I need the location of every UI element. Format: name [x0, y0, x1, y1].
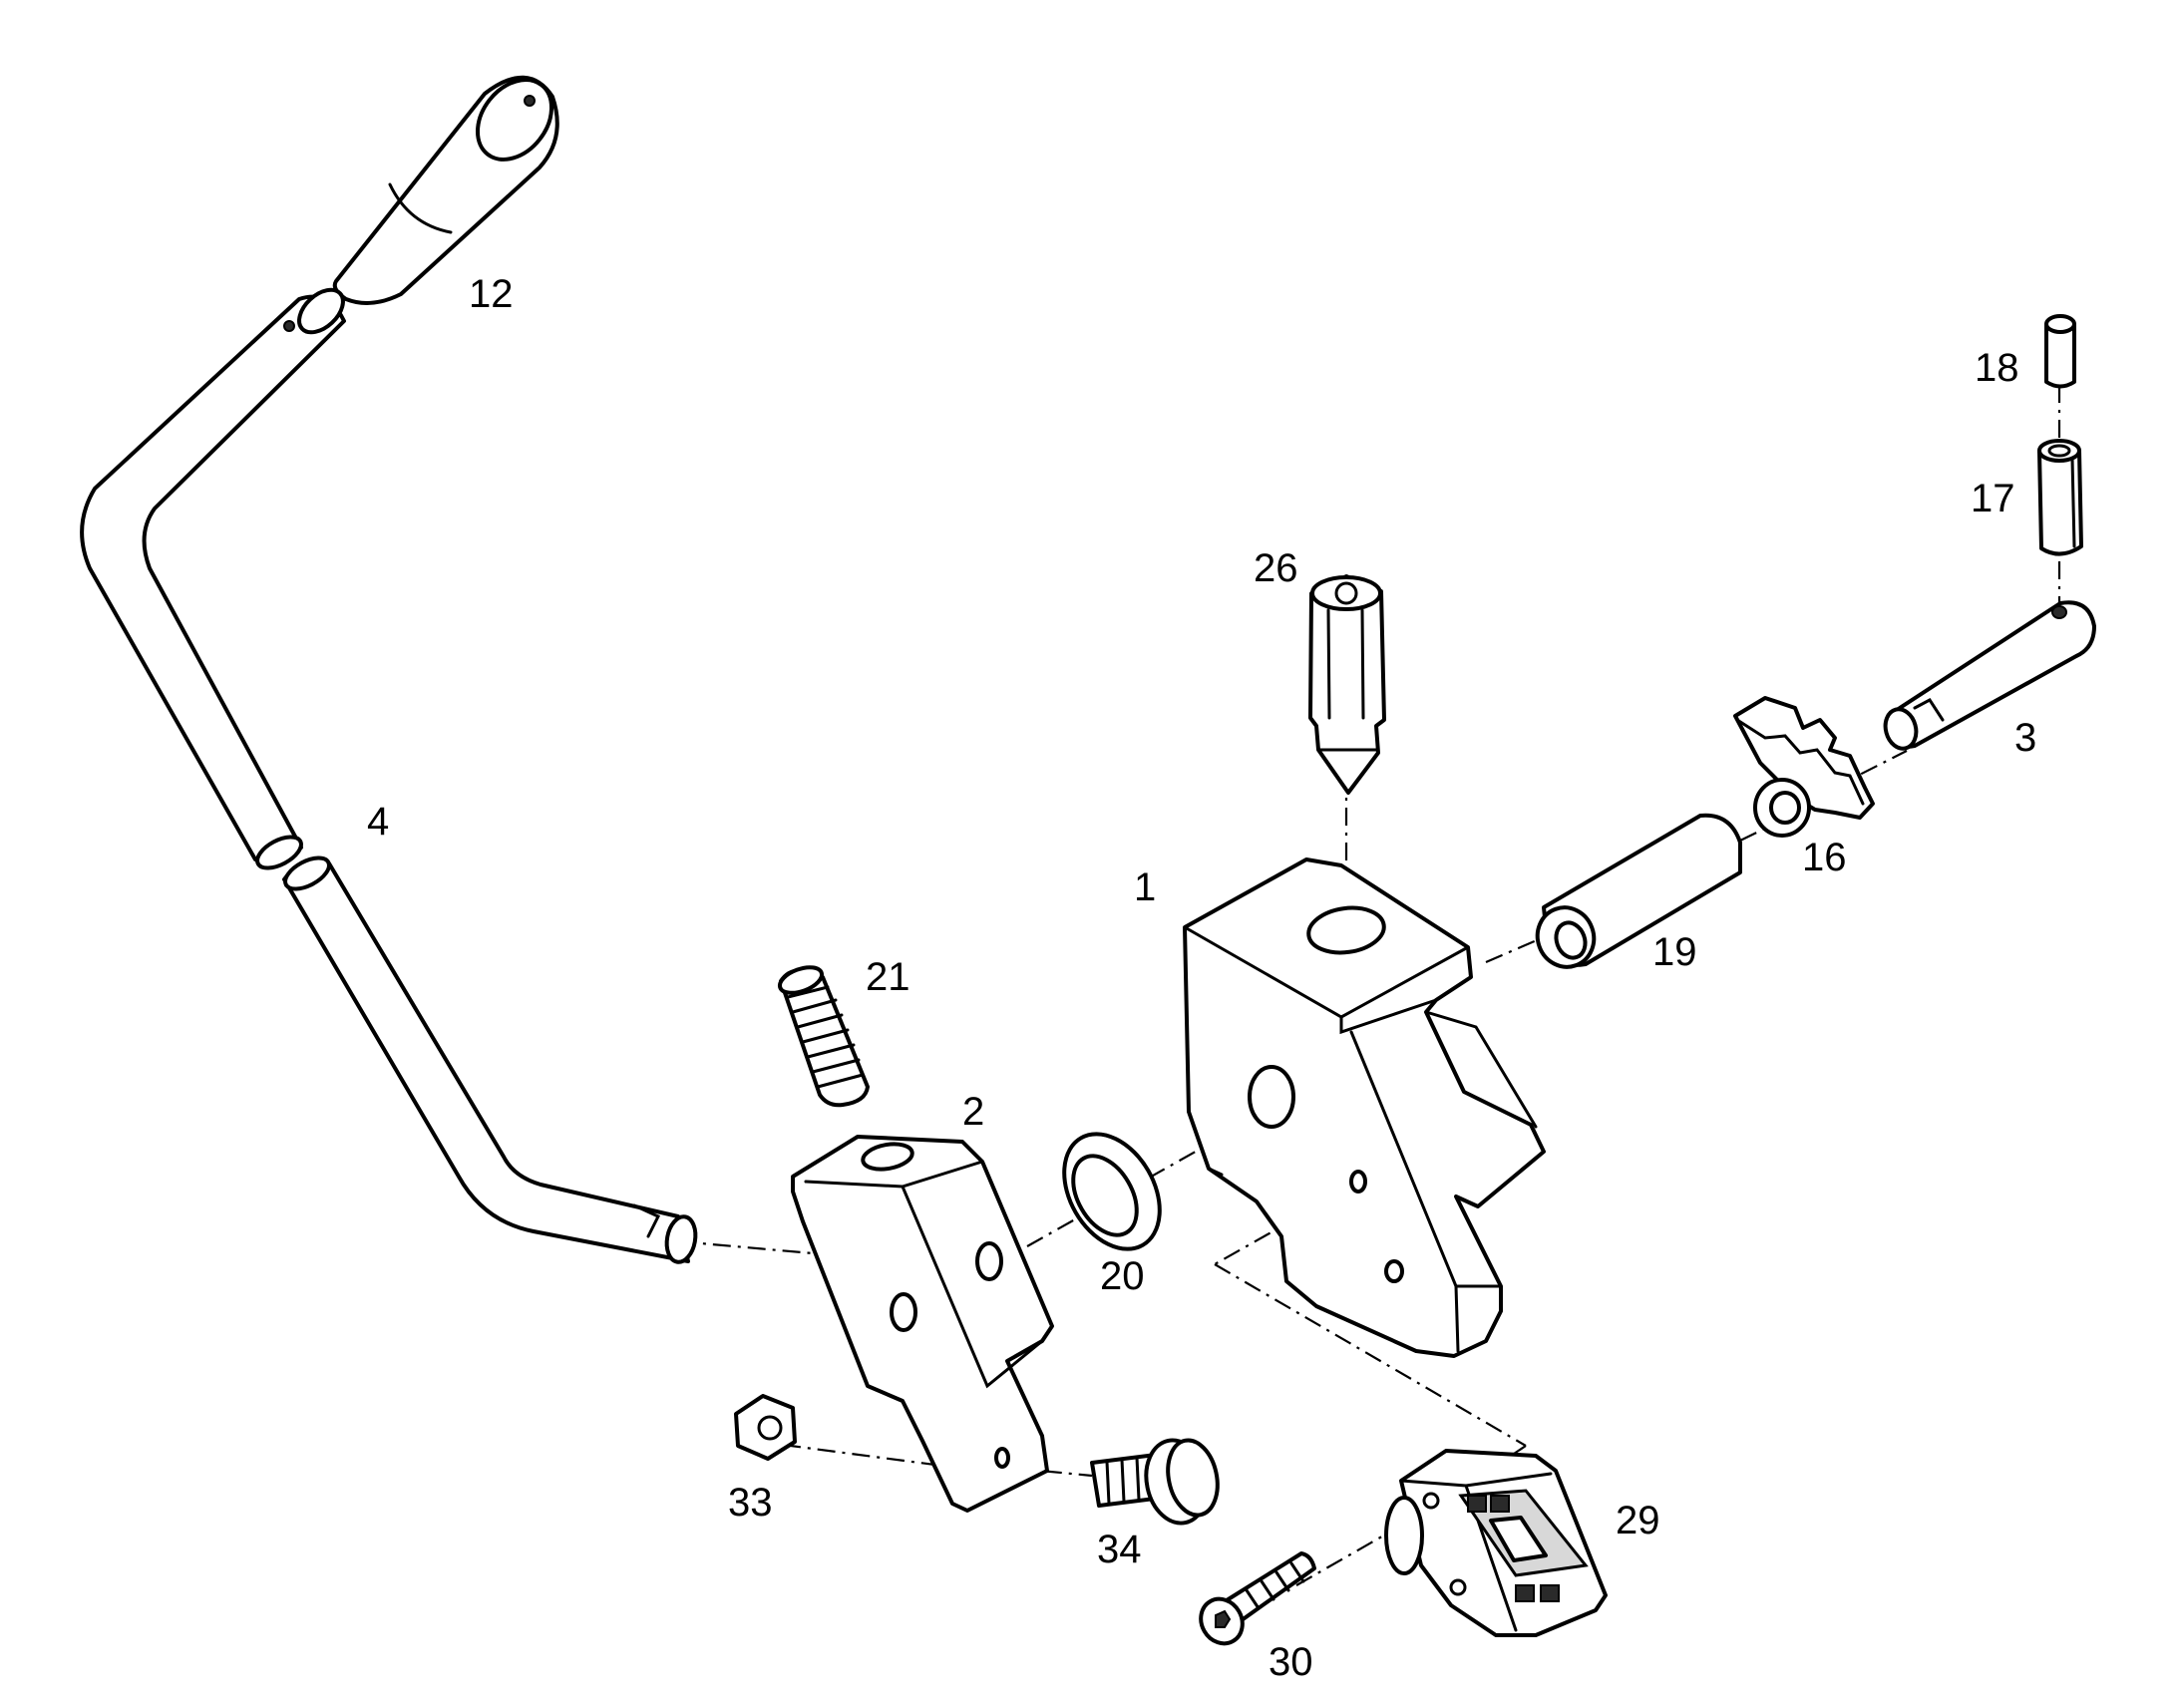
callout-20: 20	[1100, 1254, 1145, 1298]
part-19-sleeve	[1535, 813, 1742, 969]
part-21-set-screw	[777, 965, 870, 1108]
part-12-handle-grip	[332, 75, 559, 305]
callout-12: 12	[469, 272, 514, 316]
part-33-hex-nut	[734, 1394, 797, 1461]
callout-16: 16	[1802, 836, 1847, 879]
callout-1: 1	[1134, 865, 1156, 909]
part-16-toothed-cam	[1733, 696, 1875, 838]
part-20-washer	[1062, 1132, 1162, 1251]
callout-21: 21	[866, 955, 910, 999]
part-26-hex-stud	[1308, 574, 1386, 795]
part-2-lever-bracket	[791, 1135, 1054, 1513]
callout-29: 29	[1616, 1499, 1660, 1542]
callout-34: 34	[1097, 1528, 1142, 1571]
part-18-roll-pin	[2044, 314, 2076, 389]
callout-33: 33	[728, 1481, 773, 1525]
part-29-sensor-block	[1384, 1449, 1608, 1637]
part-30-cap-screw	[1199, 1551, 1316, 1646]
callout-18: 18	[1975, 346, 2019, 390]
callout-labels: 12 4 21 2 20 33 34 1 26 19 16 3 17 18 29…	[367, 272, 2036, 1684]
part-1-main-block	[1183, 857, 1546, 1358]
callout-3: 3	[2014, 716, 2036, 760]
callout-4: 4	[367, 800, 389, 844]
callout-19: 19	[1652, 930, 1697, 974]
callout-2: 2	[962, 1090, 984, 1134]
part-17-roll-pin	[2037, 439, 2083, 556]
callout-17: 17	[1971, 477, 2015, 520]
part-3-shaft	[1883, 600, 2096, 751]
part-4-lever-rod	[80, 287, 698, 1264]
part-34-thumb-screw	[1090, 1438, 1220, 1526]
callout-26: 26	[1254, 546, 1298, 590]
callout-30: 30	[1269, 1640, 1313, 1684]
